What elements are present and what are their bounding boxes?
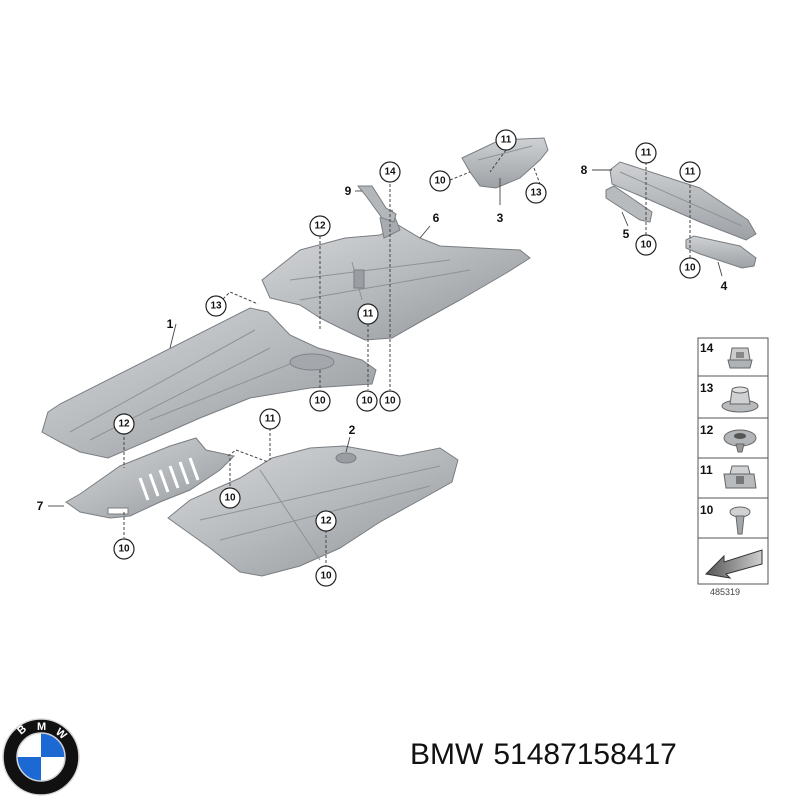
callout-10: 10: [429, 170, 451, 192]
spring-nut-icon: [723, 465, 757, 489]
push-rivet-icon: [729, 506, 751, 535]
callout-13: 13: [205, 295, 227, 317]
callout-11: 11: [495, 129, 517, 151]
svg-text:10: 10: [224, 493, 236, 504]
svg-text:10: 10: [384, 396, 396, 407]
brand-name: BMW: [410, 738, 484, 771]
svg-text:10: 10: [320, 571, 332, 582]
callout-11: 11: [357, 303, 379, 325]
callout-10: 10: [315, 565, 337, 587]
callout-12: 12: [309, 215, 331, 237]
callout-12: 12: [315, 510, 337, 532]
rail-8: [609, 161, 757, 241]
leader-lines: [48, 149, 723, 566]
part-caption: BMW 51487158417: [410, 738, 677, 772]
callout-10: 10: [219, 487, 241, 509]
callout-10: 10: [679, 257, 701, 279]
part-number-5: 5: [623, 227, 630, 241]
legend-number-13: 13: [700, 381, 714, 395]
part-number-9: 9: [345, 184, 352, 198]
bmw-roundel-logo: B M W: [2, 718, 80, 796]
part-number-8: 8: [581, 163, 588, 177]
legend-number-14: 14: [700, 341, 714, 355]
callout-11: 11: [635, 142, 657, 164]
strip-4: [685, 235, 757, 269]
ribbed-panel-7: [65, 437, 236, 519]
part-number-6: 6: [433, 211, 440, 225]
svg-text:11: 11: [641, 148, 652, 159]
svg-text:11: 11: [685, 167, 696, 178]
callout-11: 11: [679, 161, 701, 183]
svg-text:12: 12: [314, 221, 326, 232]
callout-10: 10: [635, 234, 657, 256]
expanding-rivet-icon: [723, 429, 757, 453]
legend-number-12: 12: [700, 423, 714, 437]
underbody-panel-6: [261, 209, 531, 341]
callout-11: 11: [259, 408, 281, 430]
bracket-3: [461, 137, 549, 189]
driving-direction-arrow-icon: [704, 549, 763, 579]
callout-13: 13: [525, 182, 547, 204]
flange-nut-icon: [721, 386, 759, 413]
svg-text:11: 11: [265, 414, 276, 425]
part-number-2: 2: [349, 423, 356, 437]
svg-text:11: 11: [501, 135, 512, 146]
callout-10: 10: [379, 390, 401, 412]
callout-10: 10: [309, 390, 331, 412]
legend-number-10: 10: [700, 503, 714, 517]
svg-text:10: 10: [684, 263, 696, 274]
callout-12: 12: [113, 413, 135, 435]
svg-text:12: 12: [118, 419, 130, 430]
svg-text:10: 10: [118, 544, 130, 555]
legend-number-11: 11: [700, 463, 713, 477]
svg-text:10: 10: [434, 176, 446, 187]
part-number-1: 1: [167, 317, 174, 331]
drawing-number: 485319: [710, 587, 740, 597]
svg-text:M: M: [37, 721, 46, 733]
bracket-9: [356, 185, 397, 223]
svg-text:10: 10: [640, 240, 652, 251]
svg-text:11: 11: [363, 309, 374, 320]
fastener-legend: 14 13 12 11 10: [697, 337, 769, 597]
part-number-labels: 1 2 3 4 5 6 7 8 9: [37, 163, 728, 513]
svg-text:14: 14: [384, 167, 396, 178]
svg-text:10: 10: [361, 396, 373, 407]
part-number-7: 7: [37, 499, 44, 513]
svg-text:13: 13: [210, 301, 222, 312]
part-number-4: 4: [721, 279, 728, 293]
svg-text:12: 12: [320, 516, 332, 527]
part-number: 51487158417: [493, 738, 677, 771]
clip-nut-icon: [727, 347, 753, 369]
callout-14: 14: [379, 161, 401, 183]
callout-10: 10: [113, 538, 135, 560]
underbody-panel-1: [41, 307, 377, 459]
strip-5: [605, 185, 653, 223]
svg-text:10: 10: [314, 396, 326, 407]
fastener-callouts: 14 12 13 11 10 10 10 12 11 10 10 12 10 1…: [113, 129, 701, 587]
svg-text:13: 13: [530, 188, 542, 199]
part-number-3: 3: [497, 211, 504, 225]
callout-10: 10: [356, 390, 378, 412]
